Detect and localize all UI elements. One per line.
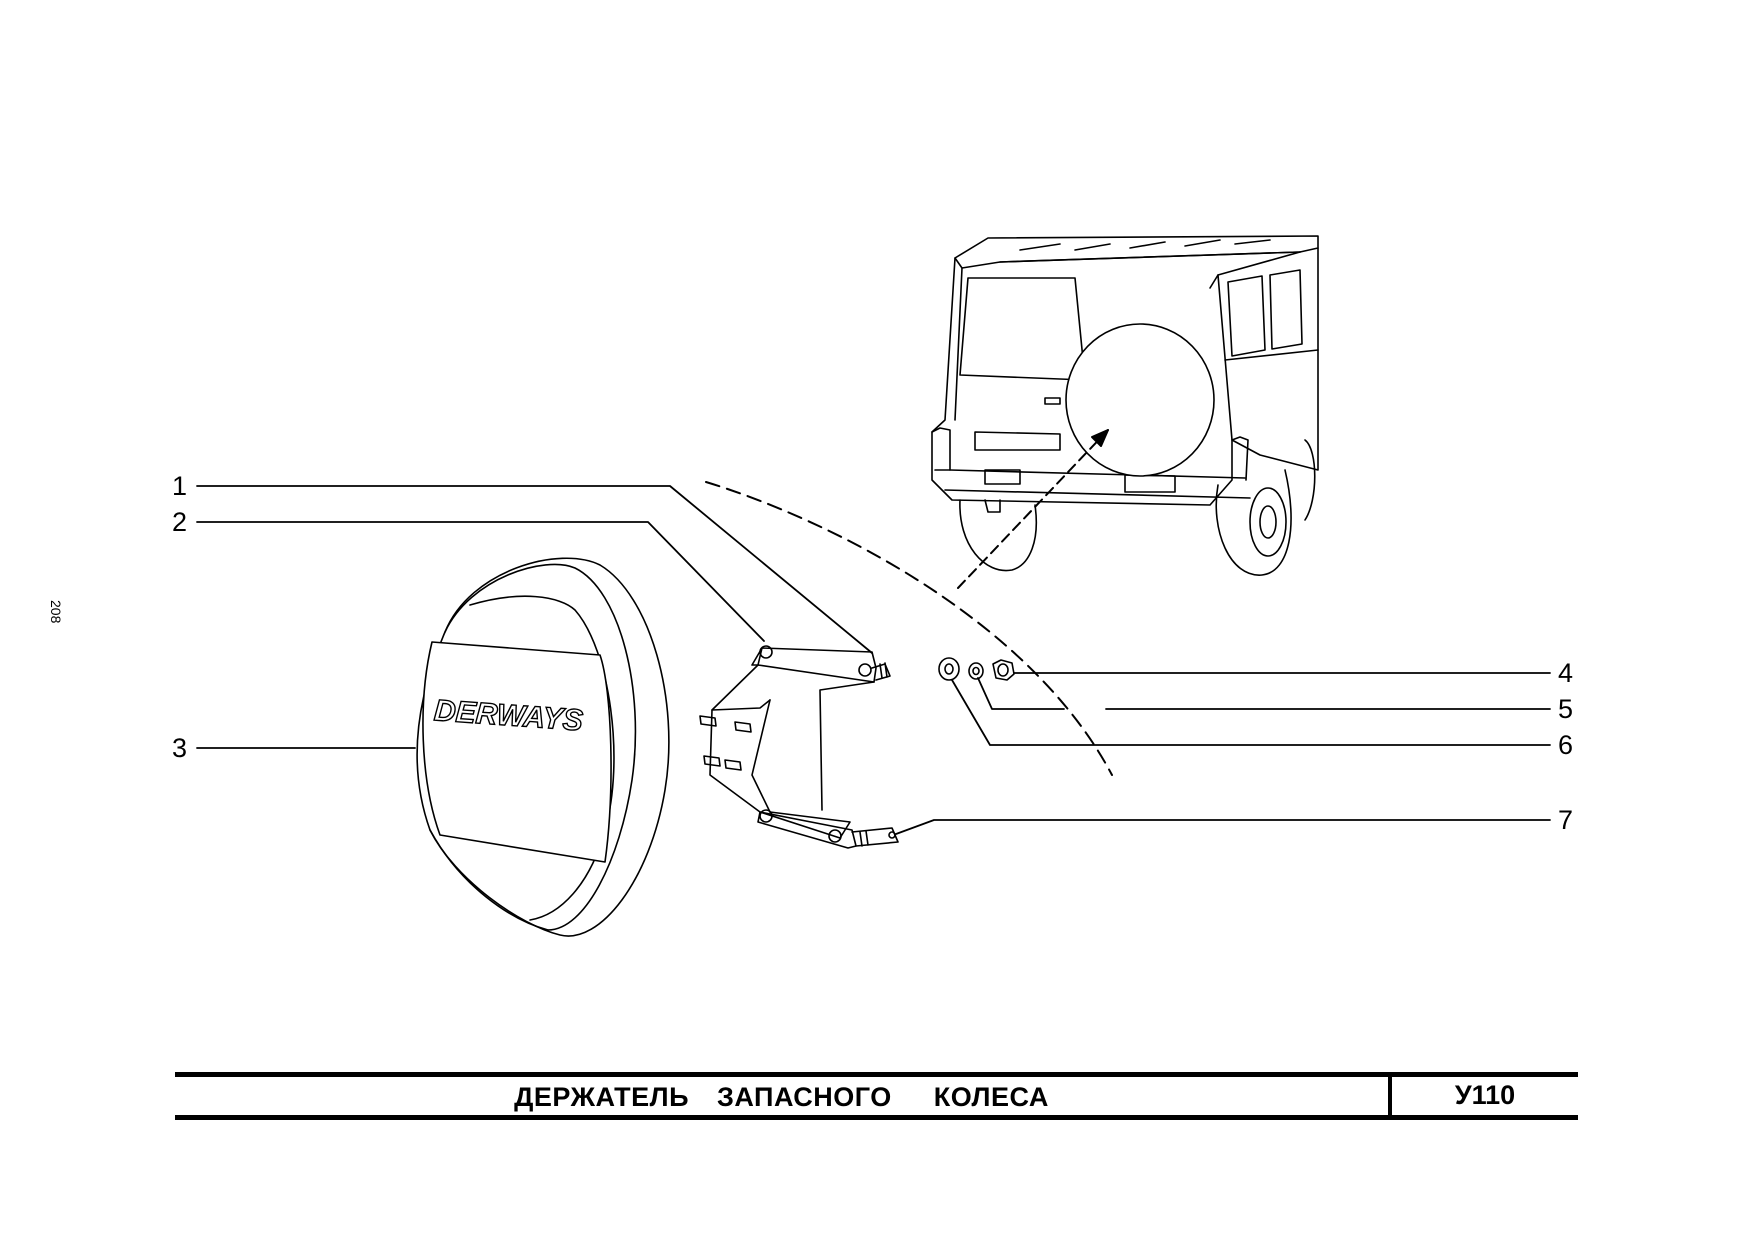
callout-6: 6	[1558, 730, 1574, 760]
callout-7: 7	[1558, 805, 1574, 835]
bracket-assembly	[699, 645, 899, 849]
title-divider	[1388, 1077, 1392, 1115]
location-arrow	[957, 429, 1109, 589]
drawing-code: У110	[1454, 1080, 1516, 1110]
vehicle-rear-view	[931, 235, 1319, 576]
callout-5: 5	[1558, 694, 1574, 724]
dashed-guide-arc	[705, 481, 1113, 776]
page-number: 208	[48, 600, 64, 624]
title-block: ДЕРЖАТЕЛЬ ЗАПАСНОГО КОЛЕСА У110	[175, 1072, 1578, 1120]
callout-leaders	[196, 485, 1551, 835]
callout-4: 4	[1558, 658, 1574, 688]
spare-wheel-cover	[416, 557, 670, 937]
wheel-cover-brand: DERWAYS	[432, 693, 584, 738]
callout-1: 1	[172, 471, 188, 501]
brand-text: DERWAYS	[433, 694, 584, 737]
fasteners	[938, 657, 1015, 681]
callout-3: 3	[172, 733, 188, 763]
drawing-title: ДЕРЖАТЕЛЬ ЗАПАСНОГО КОЛЕСА	[514, 1082, 1049, 1112]
callout-2: 2	[172, 507, 188, 537]
